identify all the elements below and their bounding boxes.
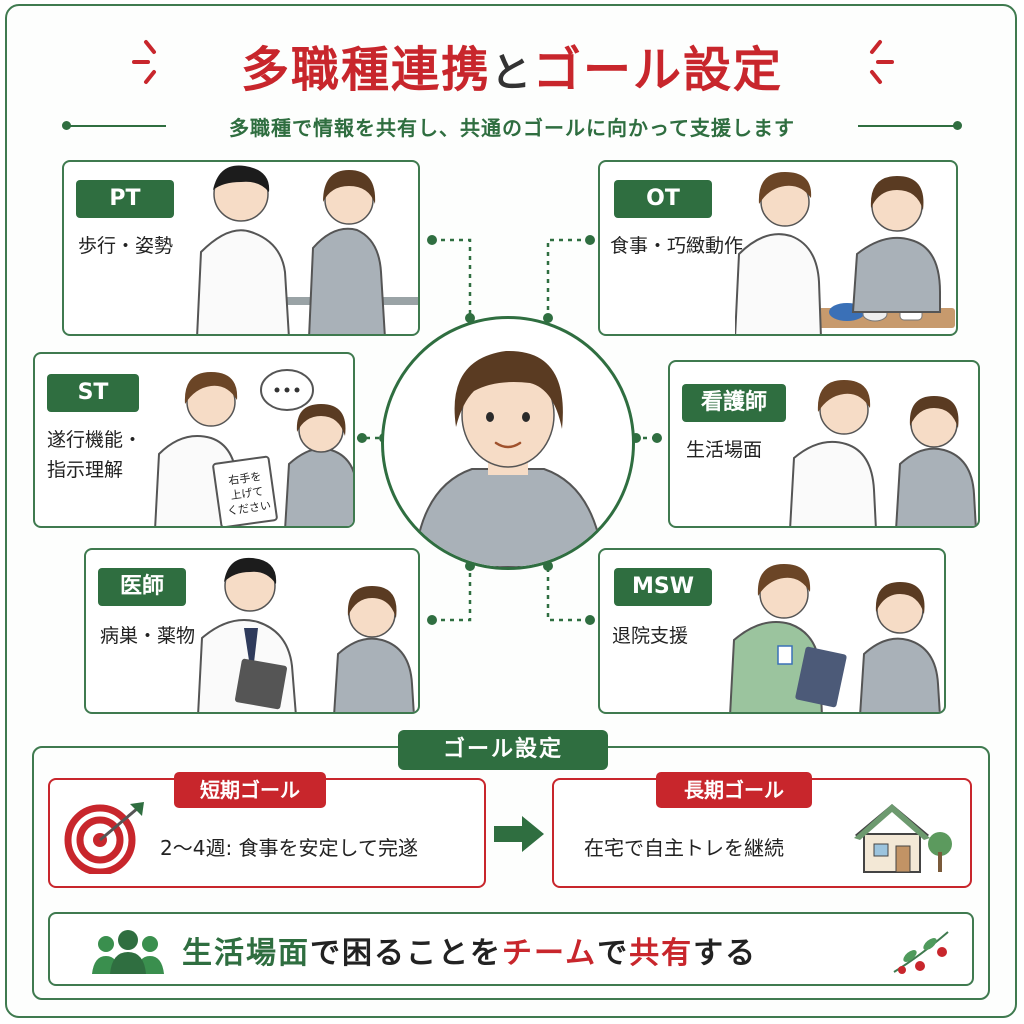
pt-illustration xyxy=(196,165,418,334)
role-card-ot: OT 食事・巧緻動作 xyxy=(598,160,958,336)
patient-illustration xyxy=(412,350,606,567)
role-badge-nurse: 看護師 xyxy=(682,384,786,422)
title-part-2: ゴール設定 xyxy=(533,42,784,98)
left-sparkle-icon xyxy=(132,40,156,84)
role-card-msw: MSW 退院支援 xyxy=(598,548,946,714)
msw-illustration xyxy=(729,564,941,712)
subtitle-dot-right xyxy=(953,121,962,130)
house-icon xyxy=(854,804,952,873)
share-text-part-2: で困ることを xyxy=(310,936,502,971)
role-badge-msw: MSW xyxy=(614,568,712,606)
share-message-box: 生活場面で困ることをチームで共有する xyxy=(48,912,974,986)
role-card-nurse: 看護師 生活場面 xyxy=(668,360,980,528)
subtitle-line-right xyxy=(858,125,958,127)
role-card-st: ST 遂行機能・ 指示理解 右手を 上げて ください xyxy=(33,352,355,528)
nurse-illustration xyxy=(789,380,977,526)
arrow-right-icon xyxy=(494,816,544,852)
st-illustration xyxy=(154,369,353,526)
title-part-1: 多職種連携 xyxy=(240,42,491,98)
goal-header: ゴール設定 xyxy=(398,730,608,770)
doctor-illustration xyxy=(197,557,415,712)
role-badge-doctor: 医師 xyxy=(98,568,186,606)
subtitle: 多職種で情報を共有し、共通のゴールに向かって支援します xyxy=(229,116,795,140)
role-card-pt: PT 歩行・姿勢 xyxy=(62,160,420,336)
role-text-nurse: 生活場面 xyxy=(686,439,763,461)
short-term-goal-badge: 短期ゴール xyxy=(174,772,326,808)
page-title: 多職種連携とゴール設定 xyxy=(0,30,1024,100)
share-message: 生活場面で困ることをチームで共有する xyxy=(182,928,757,972)
role-badge-pt: PT xyxy=(76,180,174,218)
share-text-part-3: チーム xyxy=(502,936,598,971)
role-text-pt: 歩行・姿勢 xyxy=(78,235,174,257)
role-text-st-2: 指示理解 xyxy=(47,459,124,481)
speech-bubble-icon xyxy=(260,369,314,411)
patient-circle xyxy=(381,316,635,570)
subtitle-line-left xyxy=(66,125,166,127)
share-text-part-6: する xyxy=(693,936,758,971)
long-term-goal-text: 在宅で自主トレを継続 xyxy=(584,836,784,860)
long-term-goal-badge: 長期ゴール xyxy=(656,772,812,808)
share-text-part-4: で xyxy=(597,936,630,971)
share-text-part-5: 共有 xyxy=(629,936,694,971)
people-icon xyxy=(92,930,164,974)
role-badge-ot: OT xyxy=(614,180,712,218)
instruction-card: 右手を 上げて ください xyxy=(218,468,276,520)
target-icon xyxy=(64,802,144,874)
title-connector: と xyxy=(491,50,533,96)
subtitle-bar: 多職種で情報を共有し、共通のゴールに向かって支援します xyxy=(62,110,962,142)
role-card-doctor: 医師 病巣・薬物 xyxy=(84,548,420,714)
short-term-goal-text: 2〜4週: 食事を安定して完遂 xyxy=(160,836,418,860)
ot-illustration xyxy=(735,172,955,334)
berry-sprig-icon xyxy=(893,931,949,974)
role-badge-st: ST xyxy=(47,374,139,412)
role-text-msw: 退院支援 xyxy=(612,625,689,647)
role-text-doctor: 病巣・薬物 xyxy=(100,625,196,647)
right-sparkle-icon xyxy=(870,40,894,84)
share-text-part-1: 生活場面 xyxy=(182,936,310,971)
role-text-ot: 食事・巧緻動作 xyxy=(610,235,744,257)
role-text-st-1: 遂行機能・ xyxy=(47,429,143,451)
